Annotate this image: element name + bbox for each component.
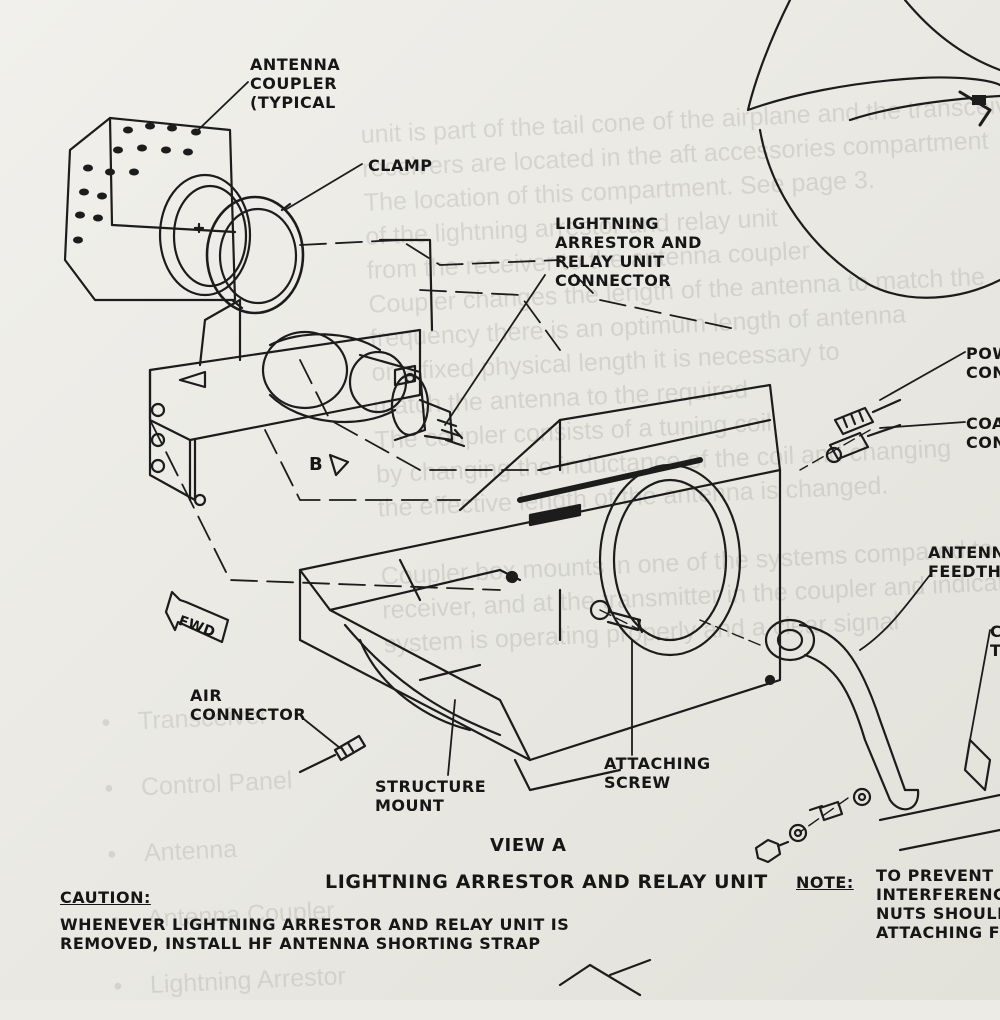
note-line: ATTACHING FEE bbox=[876, 923, 1000, 942]
dashed-envelope bbox=[149, 239, 741, 591]
caution-line: REMOVED, INSTALL HF ANTENNA SHORTING STR… bbox=[60, 934, 541, 953]
air-connector-label: AIR CONNECTOR bbox=[190, 686, 307, 724]
caution-block: CAUTION: WHENEVER LIGHTNING ARRESTOR AND… bbox=[60, 888, 569, 953]
tail-cone-outline bbox=[746, 0, 1000, 299]
leader-lines bbox=[195, 81, 991, 776]
b-marker-arrow bbox=[328, 453, 350, 477]
alignment-lines bbox=[599, 429, 871, 833]
note-heading-wrap: NOTE: bbox=[796, 873, 854, 892]
note-line: TO PREVENT RA bbox=[876, 866, 1000, 885]
clamp-drawing bbox=[205, 195, 305, 315]
attaching-screw-drawing bbox=[589, 599, 644, 634]
structure-mount-drawing bbox=[298, 383, 782, 792]
antenna-feedthrough-drawing bbox=[764, 618, 1000, 852]
b-marker-label: B bbox=[309, 454, 324, 475]
note-line: INTERFERENCE bbox=[876, 885, 1000, 904]
bottom-partial-sketch bbox=[558, 958, 652, 997]
antenna-coupler-label: ANTENNA COUPLER (TYPICAL bbox=[250, 55, 341, 112]
view-label: VIEW A bbox=[490, 835, 567, 856]
caution-line: WHENEVER LIGHTNING ARRESTOR AND RELAY UN… bbox=[60, 915, 570, 934]
right-edge-label: C T bbox=[990, 622, 1000, 660]
coax-connectors-drawing bbox=[825, 398, 902, 464]
antenna-coupler-drawing bbox=[63, 116, 252, 302]
structure-mount-label: STRUCTURE MOUNT bbox=[375, 777, 487, 815]
air-connector-drawing bbox=[298, 734, 367, 774]
note-heading: NOTE: bbox=[796, 873, 854, 892]
note-text: TO PREVENT RA INTERFERENCE NUTS SHOULD B… bbox=[876, 866, 1000, 942]
arrestor-cylinder-drawing bbox=[261, 330, 466, 448]
note-line: NUTS SHOULD B bbox=[876, 904, 1000, 923]
diagram-title: LIGHTNING ARRESTOR AND RELAY UNIT bbox=[325, 871, 768, 893]
connector-label: LIGHTNING ARRESTOR AND RELAY UNIT CONNEC… bbox=[555, 214, 702, 290]
power-connector-label: POWE CONN bbox=[966, 344, 1000, 382]
caution-heading: CAUTION: bbox=[60, 888, 151, 907]
fwd-arrow-drawing bbox=[164, 590, 230, 644]
hardware-drawing bbox=[754, 787, 872, 864]
attaching-screw-label: ATTACHING SCREW bbox=[604, 754, 711, 792]
relay-bracket-drawing bbox=[148, 238, 434, 507]
clamp-label: CLAMP bbox=[368, 156, 433, 175]
coax-connector-label: COAX CONN bbox=[966, 414, 1000, 452]
antenna-feedthrough-label: ANTENNA FEEDTHRO bbox=[928, 543, 1000, 581]
